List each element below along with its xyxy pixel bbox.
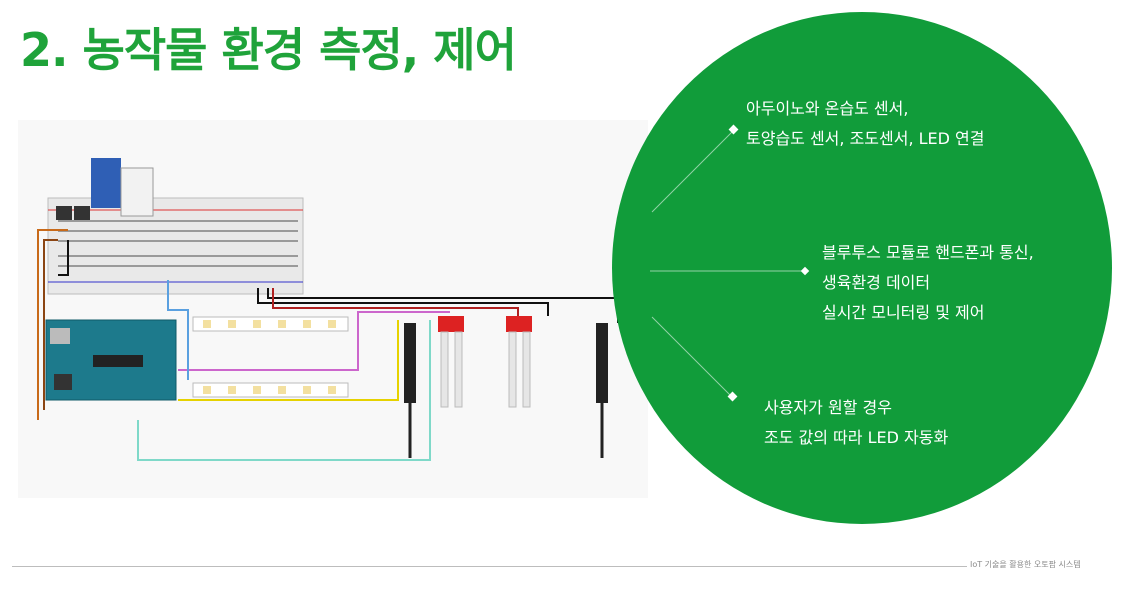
bullet-line: 블루투스 모듈로 핸드폰과 통신, [822,243,1034,262]
soil-sensor [438,316,464,332]
bullet-line: 토양습도 센서, 조도센서, LED 연결 [746,129,985,148]
bullet-text-2: 블루투스 모듈로 핸드폰과 통신, 생육환경 데이터 실시간 모니터링 및 제어 [822,238,1034,328]
bullet-line: 실시간 모니터링 및 제어 [822,303,985,322]
bullet-line: 아두이노와 온습도 센서, [746,99,909,118]
bullet-line: 사용자가 원할 경우 [764,398,892,417]
footer-caption: IoT 기술을 활용한 오토팜 시스템 [970,560,1081,569]
dc-jack [404,323,416,403]
led-strip [192,382,349,398]
footer-divider [12,566,967,567]
soil-sensor [506,316,532,332]
bluetooth-module [91,158,121,208]
bullet-text-3: 사용자가 원할 경우 조도 값의 따라 LED 자동화 [764,393,948,453]
info-circle [612,12,1112,524]
bullet-line: 조도 값의 따라 LED 자동화 [764,428,949,447]
bullet-line: 생육환경 데이터 [822,273,931,292]
circuit-diagram [18,120,648,498]
pointer-lines [650,124,810,402]
breadboard [47,197,304,295]
slide-title: 2. 농작물 환경 측정, 제어 [20,23,517,77]
dc-jack [596,323,608,403]
bullet-text-1: 아두이노와 온습도 센서, 토양습도 센서, 조도센서, LED 연결 [746,94,985,154]
led-strip [192,316,349,332]
temp-humidity-sensor [120,167,154,217]
